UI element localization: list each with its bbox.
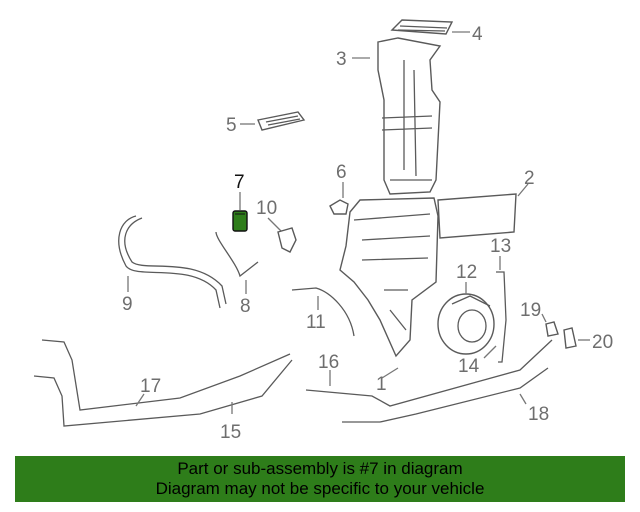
part-2-filter [437,193,517,239]
callout-13: 13 [490,236,511,257]
callout-3: 3 [336,49,347,70]
callout-5: 5 [226,115,237,136]
part-10-valve [277,227,297,253]
info-banner: Part or sub-assembly is #7 in diagram Di… [15,456,625,502]
part-18-line [342,367,549,423]
part-9-hose [118,215,221,309]
part-6-bracket [329,199,349,215]
leader-1 [381,367,399,379]
leader-19 [541,313,547,323]
parts-diagram: 4 3 5 6 2 1 7 10 9 8 [33,19,613,443]
part-13-rod [496,271,507,363]
callout-7: 7 [234,172,245,193]
callout-10: 10 [256,198,277,219]
part-8-line [215,231,259,278]
callout-11: 11 [306,312,326,333]
part-17-line [41,339,291,411]
callout-15: 15 [220,422,241,443]
part-5-vent [257,111,306,131]
banner-line-2: Diagram may not be specific to your vehi… [155,479,485,498]
part-12-blower-motor [437,293,495,355]
part-20-fastener [563,327,577,349]
part-4-vent-grille [390,19,454,35]
callout-17: 17 [140,376,161,397]
part-11-line [291,287,355,337]
callout-8: 8 [240,296,251,317]
banner-line-1: Part or sub-assembly is #7 in diagram [177,459,463,478]
leader-2 [517,183,529,197]
callout-9: 9 [122,294,133,315]
part-15-line [33,359,293,427]
callout-16: 16 [318,352,339,373]
part-19-fastener [545,321,559,337]
callout-19: 19 [520,300,541,321]
callout-1: 1 [376,374,387,395]
callout-18: 18 [528,404,549,425]
callout-20: 20 [592,332,613,353]
callout-12: 12 [456,262,477,283]
part-16-line [305,339,553,407]
callout-4: 4 [472,24,483,45]
part-7-highlighted-component [232,210,248,232]
leader-17 [135,393,145,407]
leader-18 [519,393,527,405]
callout-14: 14 [458,356,480,377]
callout-6: 6 [336,162,347,183]
part-3-air-duct [377,37,442,195]
part-1-heater-housing [339,197,439,358]
leader-10 [267,217,283,233]
callout-2: 2 [524,168,535,189]
leader-14 [483,345,497,359]
